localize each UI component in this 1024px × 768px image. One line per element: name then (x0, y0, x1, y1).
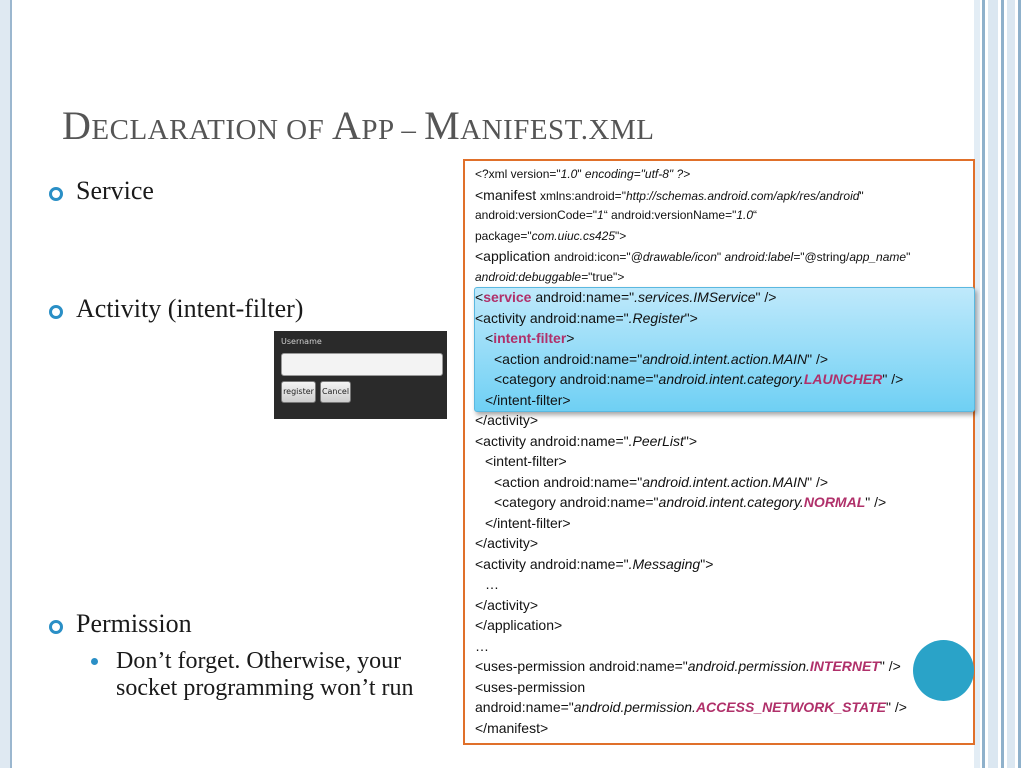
code-line: </intent-filter> (485, 514, 571, 531)
code-line: <action android:name="android.intent.act… (494, 473, 829, 490)
left-border-decoration (0, 0, 12, 768)
bullet-service: Service (49, 176, 154, 206)
code-line: </activity> (475, 535, 539, 551)
code-line: package="com.uiuc.cs425"> (475, 228, 627, 243)
code-line: <category android:name="android.intent.c… (494, 371, 904, 387)
code-line: <application android:icon="@drawable/ico… (475, 248, 911, 264)
code-line: <activity android:name=".PeerList"> (475, 432, 698, 449)
code-line: <service android:name=".services.IMServi… (475, 289, 777, 305)
manifest-code-box (463, 159, 975, 745)
right-stripes-decoration (974, 0, 1024, 768)
bullet-text: Activity (intent-filter) (76, 294, 304, 323)
sub-bullet-icon (91, 658, 98, 665)
sub-bullet: Don’t forget. Otherwise, your socket pro… (91, 648, 436, 702)
bullet-icon (49, 187, 63, 201)
code-line: <manifest xmlns:android="http://schemas.… (475, 186, 864, 203)
code-line: … (485, 576, 499, 592)
bullet-permission: Permission (49, 609, 192, 639)
login-screenshot: Username register Cancel (274, 331, 447, 419)
bullet-icon (49, 620, 63, 634)
username-input[interactable] (281, 353, 443, 376)
sub-bullet-text: Don’t forget. Otherwise, your socket pro… (116, 648, 414, 701)
code-line: … (475, 637, 489, 654)
slide-title: DECLARATION OF APP – MANIFEST.XML (62, 103, 655, 148)
code-line: <uses-permission (475, 678, 586, 695)
code-line: </activity> (475, 412, 539, 428)
code-line: <?xml version="1.0" encoding="utf-8" ?> (475, 167, 691, 181)
code-line: <intent-filter> (485, 453, 567, 469)
bullet-activity: Activity (intent-filter) (49, 294, 304, 324)
code-line: <uses-permission android:name="android.p… (475, 658, 901, 674)
bullet-text: Permission (76, 609, 192, 638)
code-line: </application> (475, 617, 563, 633)
bullet-text: Service (76, 176, 154, 205)
code-line: <activity android:name=".Register"> (475, 309, 698, 326)
code-line: android:versionCode="1“ android:versionN… (475, 208, 758, 222)
username-label: Username (281, 337, 322, 346)
code-line: android:name="android.permission.ACCESS_… (475, 699, 907, 715)
code-line: <action android:name="android.intent.act… (494, 350, 829, 367)
code-line: android:debuggable="true"> (475, 269, 625, 284)
code-line: </activity> (475, 596, 539, 613)
decorative-circle (913, 640, 974, 701)
code-line: <intent-filter> (485, 330, 575, 346)
code-highlight (474, 287, 975, 412)
cancel-button[interactable]: Cancel (320, 381, 351, 403)
bullet-icon (49, 305, 63, 319)
code-line: </intent-filter> (485, 391, 571, 408)
code-line: <category android:name="android.intent.c… (494, 494, 887, 510)
register-button[interactable]: register (281, 381, 316, 403)
code-line: <activity android:name=".Messaging"> (475, 555, 714, 572)
manifest-code: <?xml version="1.0" encoding="utf-8" ?> … (475, 164, 970, 738)
code-line: </manifest> (475, 719, 549, 736)
